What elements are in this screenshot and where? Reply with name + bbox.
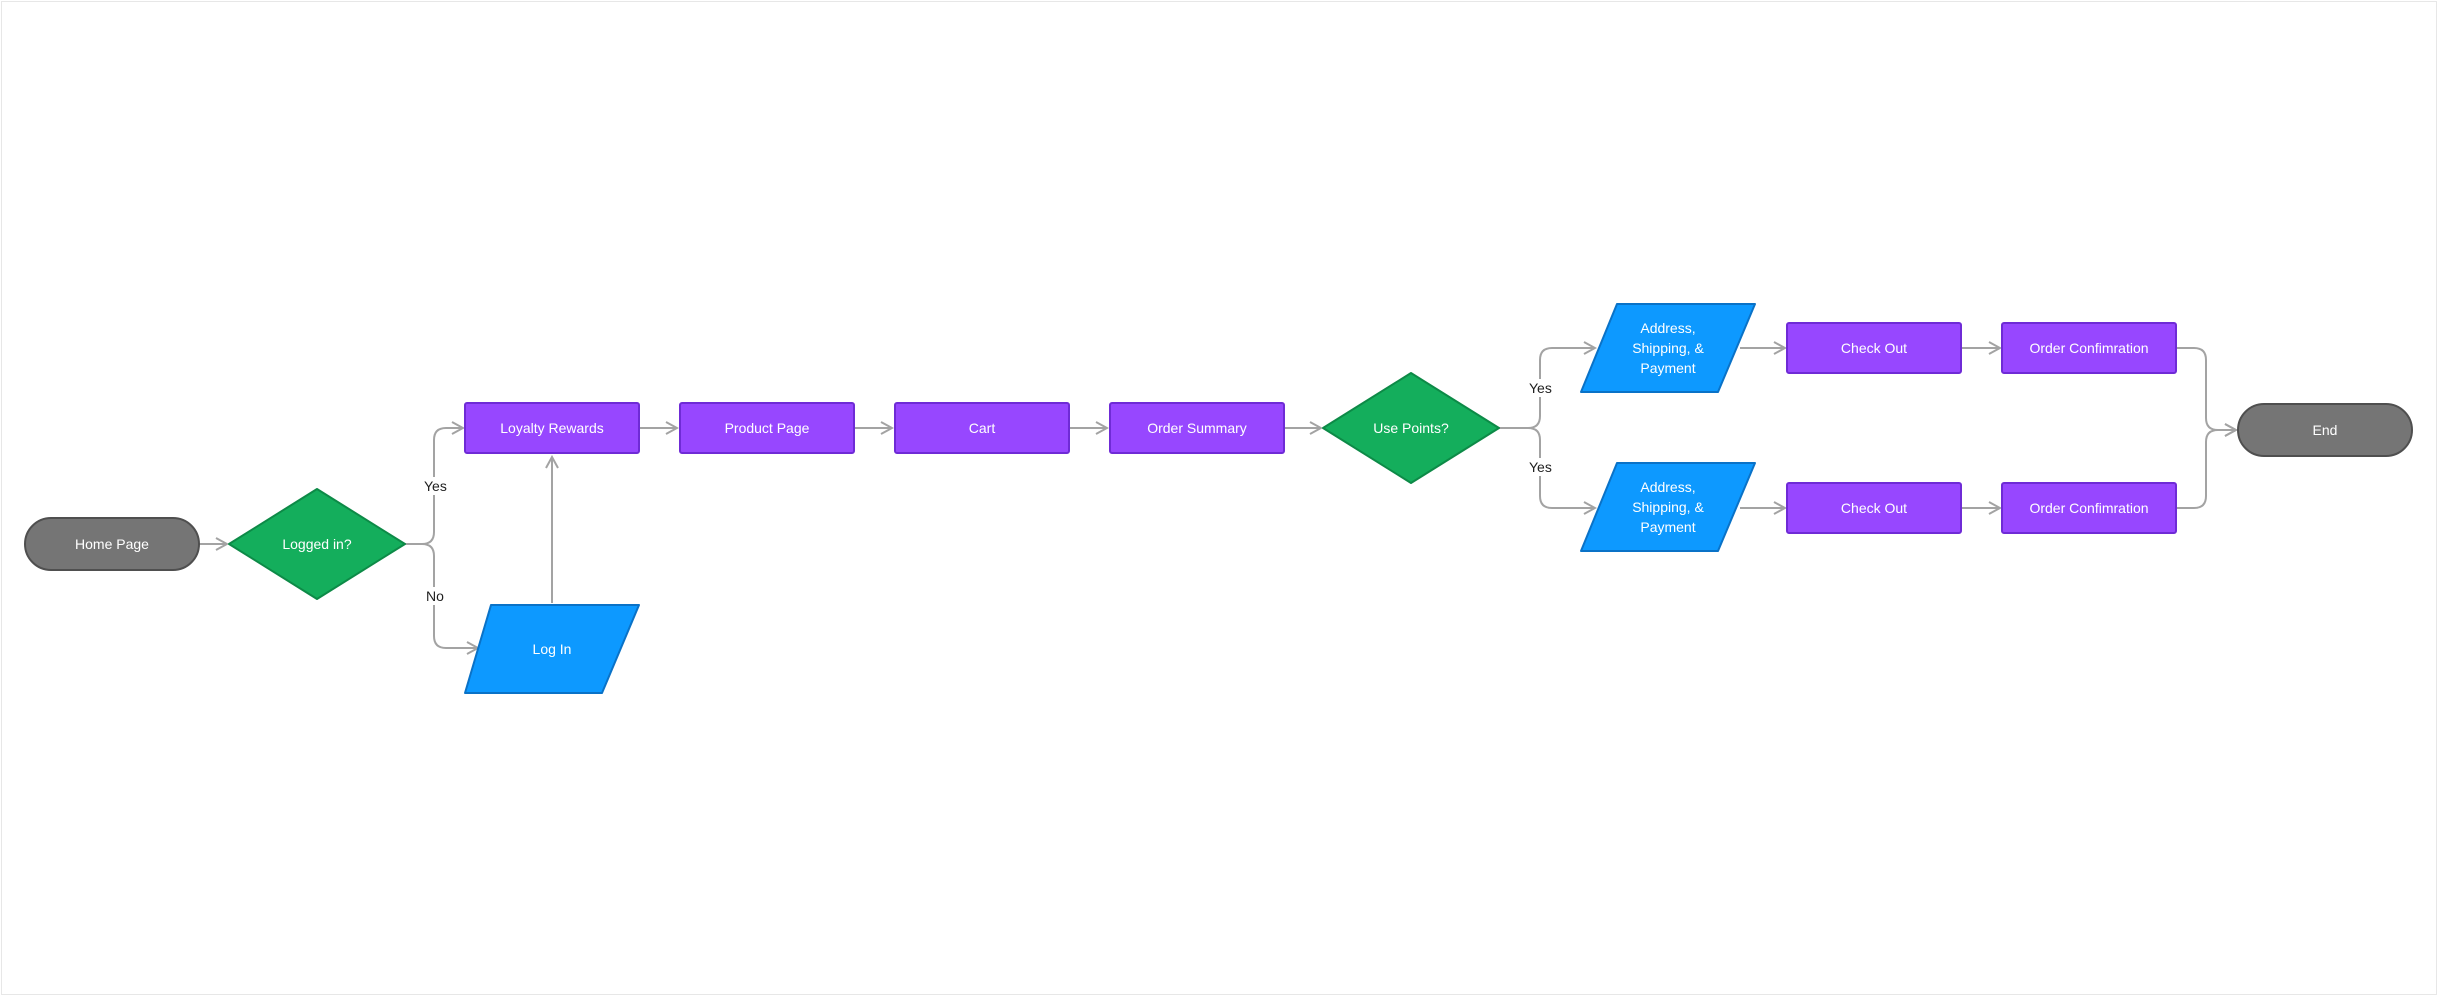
loyalty-rewards-node[interactable] [464,402,640,454]
home-page-node[interactable] [24,517,200,571]
address-top-node[interactable] [1580,303,1756,393]
address-bottom-node[interactable] [1580,462,1756,552]
use-points-decision[interactable] [1322,372,1500,484]
logged-in-decision[interactable] [228,488,406,600]
edge-label-use-points-yes-top: Yes [1527,379,1554,397]
edge-label-use-points-yes-bottom: Yes [1527,458,1554,476]
confirmation-bottom-node[interactable] [2001,482,2177,534]
checkout-top-node[interactable] [1786,322,1962,374]
product-page-node[interactable] [679,402,855,454]
order-summary-node[interactable] [1109,402,1285,454]
edge-label-logged-in-yes: Yes [422,477,449,495]
edge-confirmation-bottom-to-end [2176,430,2236,509]
edge-confirmation-top-to-end [2176,347,2236,430]
end-node[interactable] [2237,403,2413,457]
checkout-bottom-node[interactable] [1786,482,1962,534]
edge-label-logged-in-no: No [424,587,446,605]
confirmation-top-node[interactable] [2001,322,2177,374]
cart-node[interactable] [894,402,1070,454]
log-in-node[interactable] [464,604,640,694]
